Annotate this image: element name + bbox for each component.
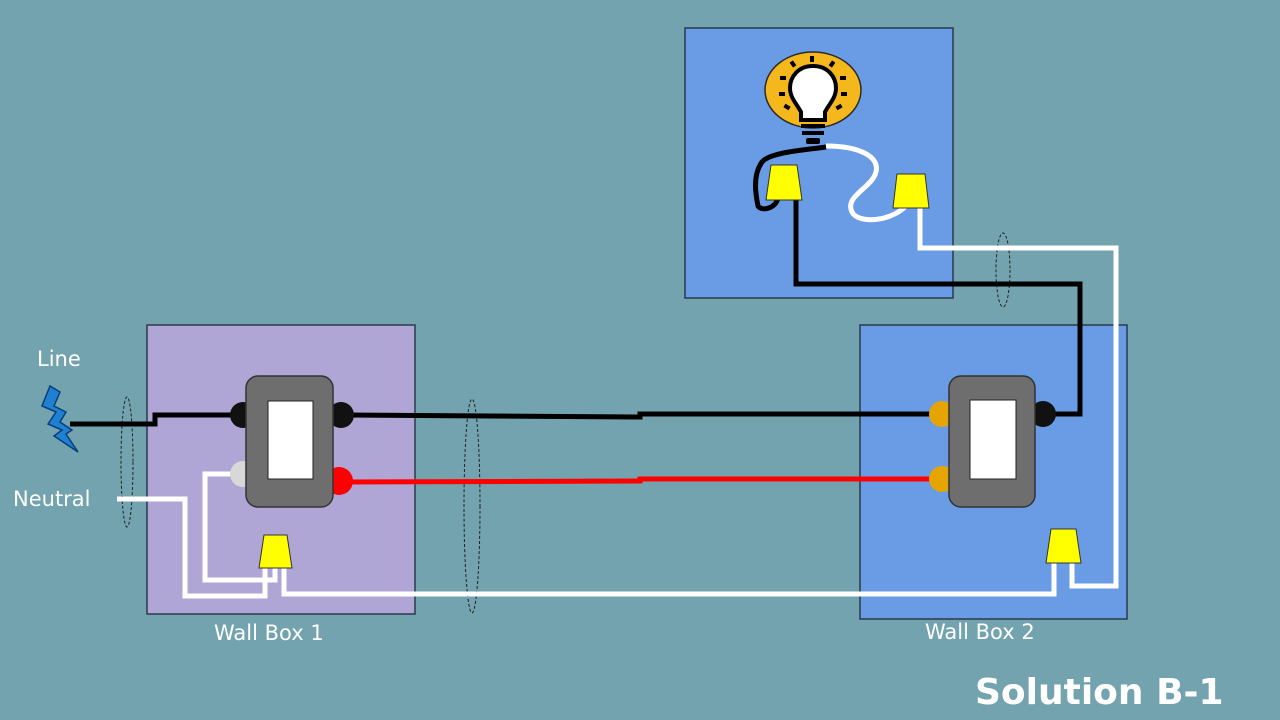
switch-2 bbox=[929, 375, 1056, 508]
neutral-label: Neutral bbox=[13, 487, 91, 511]
neutral-wire-to-box2 bbox=[281, 563, 1057, 597]
neutral-wire-to-light bbox=[917, 207, 1119, 589]
switch-1 bbox=[230, 375, 354, 508]
traveler-red bbox=[344, 476, 936, 485]
lightning-bolt-icon bbox=[41, 384, 79, 453]
cable-marker-between-boxes bbox=[463, 398, 481, 614]
line-label: Line bbox=[37, 347, 81, 371]
light-neutral-lead bbox=[825, 143, 908, 223]
wire-nut-icon bbox=[892, 173, 930, 209]
line-hot-wire bbox=[70, 412, 236, 427]
neutral-wire-incoming bbox=[117, 496, 268, 599]
traveler-black bbox=[346, 411, 936, 420]
switch-1-toggle[interactable] bbox=[267, 400, 314, 480]
switch-2-toggle[interactable] bbox=[969, 399, 1017, 480]
cable-marker-to-light bbox=[995, 232, 1011, 308]
diagram-title: Solution B-1 bbox=[975, 672, 1224, 713]
wire-nut-icon bbox=[1045, 528, 1082, 564]
switched-hot-to-light bbox=[793, 197, 1083, 417]
light-hot-lead bbox=[753, 144, 827, 212]
neutral-wire-switch1-pigtail bbox=[202, 471, 278, 583]
wall-box-2-label: Wall Box 2 bbox=[925, 620, 1035, 644]
wall-box-1-label: Wall Box 1 bbox=[214, 621, 324, 645]
wire-nut-icon bbox=[765, 164, 803, 201]
wire-nut-icon bbox=[258, 534, 293, 569]
cable-marker-line bbox=[120, 396, 134, 528]
light-bulb-icon bbox=[764, 51, 862, 144]
